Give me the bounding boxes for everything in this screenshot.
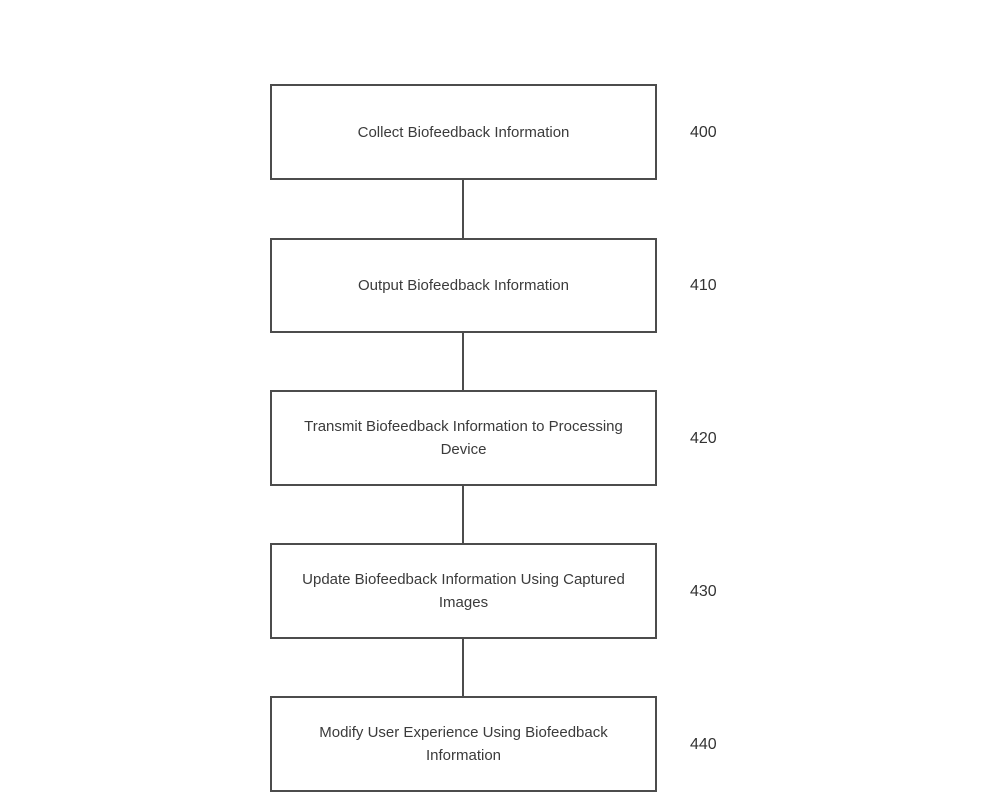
ref-number-400: 400	[690, 124, 717, 141]
flow-node-modify: Modify User Experience Using Biofeedback…	[270, 696, 657, 792]
flow-node-update: Update Biofeedback Information Using Cap…	[270, 543, 657, 639]
flow-node-label: Transmit Biofeedback Information to Proc…	[304, 418, 623, 458]
flow-node-label: Update Biofeedback Information Using Cap…	[302, 571, 625, 611]
connector-line	[462, 333, 464, 390]
flow-node-label: Modify User Experience Using Biofeedback…	[319, 724, 608, 764]
connector-line	[462, 639, 464, 696]
flow-node-transmit: Transmit Biofeedback Information to Proc…	[270, 390, 657, 486]
ref-number-440: 440	[690, 736, 717, 753]
connector-line	[462, 180, 464, 238]
flow-node-label: Collect Biofeedback Information	[357, 123, 570, 141]
flow-node-collect: Collect Biofeedback Information	[270, 84, 657, 180]
ref-number-410: 410	[690, 277, 717, 294]
flow-node-label: Output Biofeedback Information	[358, 277, 569, 294]
connector-line	[462, 486, 464, 543]
flow-node-output: Output Biofeedback Information	[270, 238, 657, 333]
ref-number-430: 430	[690, 583, 717, 600]
ref-number-420: 420	[690, 430, 717, 447]
